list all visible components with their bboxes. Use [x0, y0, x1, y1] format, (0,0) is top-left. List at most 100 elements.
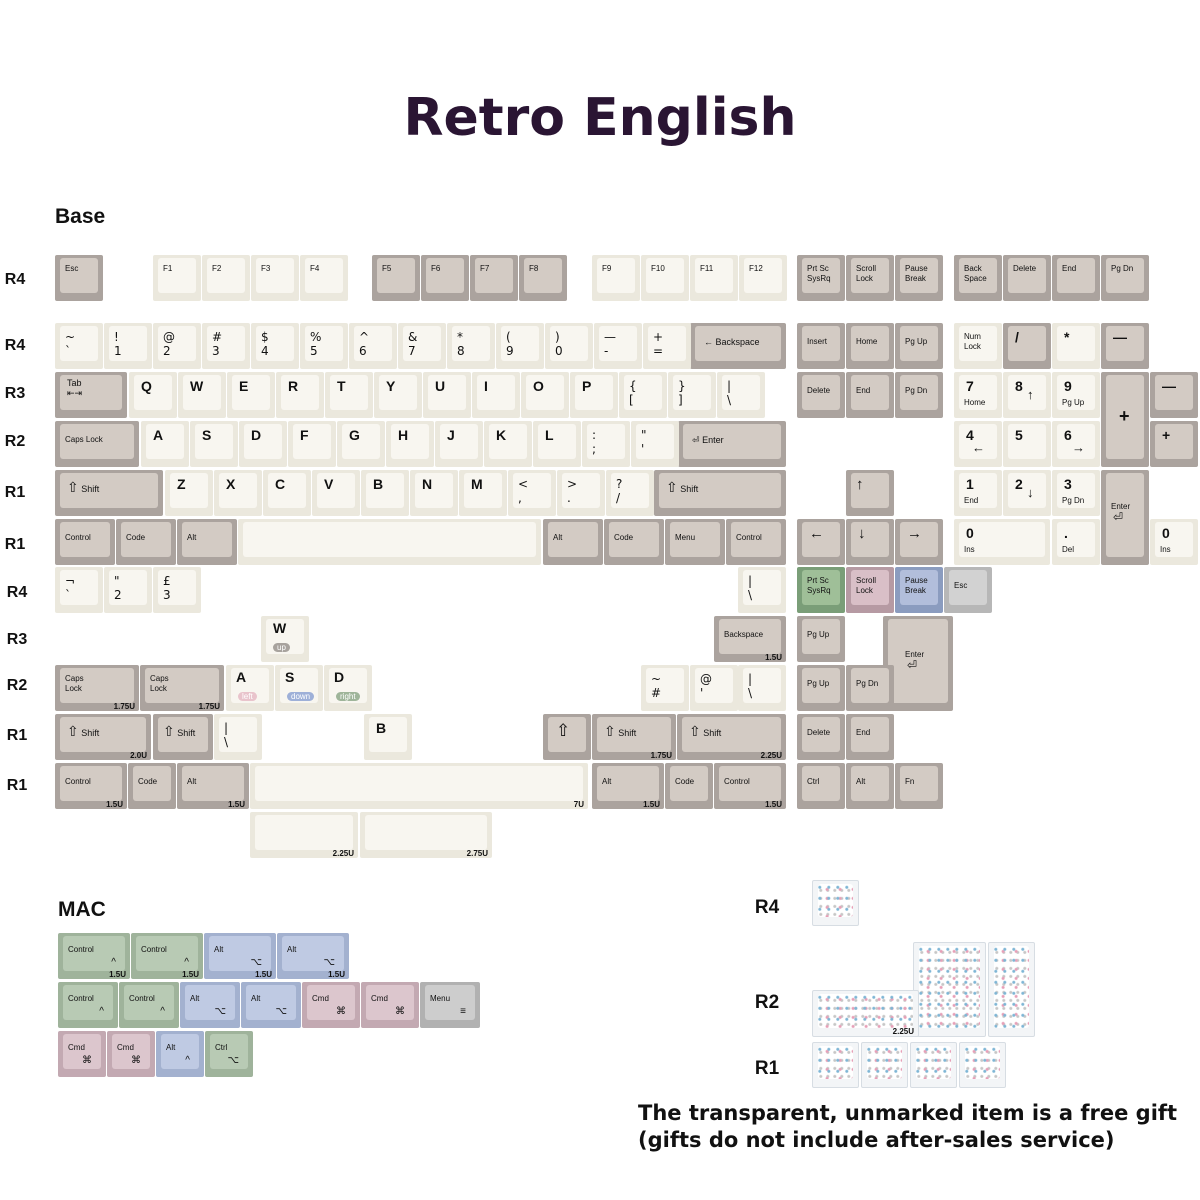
key-number-row: ^6 — [349, 323, 397, 369]
row-label-r1: R1 — [4, 536, 26, 553]
key-num-star: * — [1052, 323, 1100, 369]
row-label-r4: R4 — [754, 897, 780, 918]
mac-cmd-1u: Cmd⌘ — [58, 1031, 106, 1077]
key-letter: Y — [374, 372, 422, 418]
key-number-row: ~` — [55, 323, 103, 369]
row-label-r4: R4 — [4, 271, 26, 288]
key-pipe-backslash: |\ — [738, 567, 786, 613]
gift-key-2u-vertical — [988, 942, 1035, 1037]
key-pgdn-extra: Pg Dn — [846, 665, 894, 711]
key-spacebar — [238, 519, 541, 565]
key-letter: B — [361, 470, 409, 516]
key-prtsc: Prt Sc SysRq — [797, 255, 845, 301]
section-base-title: Base — [55, 205, 106, 228]
key-num-minus-extra: — — [1150, 372, 1198, 418]
key-symbol: ?/ — [606, 470, 654, 516]
mac-control-1-25u-b: Control^ — [119, 982, 179, 1028]
gift-key-2-25u: 2.25U — [812, 990, 919, 1037]
key-symbol: "' — [631, 421, 679, 467]
key-back-space: Back Space — [954, 255, 1002, 301]
key-number-row: $4 — [251, 323, 299, 369]
key-number-row: %5 — [300, 323, 348, 369]
key-pgup-extra: Pg Up — [797, 616, 845, 662]
mac-control-1-25u: Control^ — [58, 982, 118, 1028]
key-letter: Q — [129, 372, 177, 418]
key-code-left: Code — [116, 519, 176, 565]
key-alt-left: Alt — [177, 519, 237, 565]
key-number-row: )0 — [545, 323, 593, 369]
key-num-5: 5 — [1003, 421, 1051, 467]
key-not-grave: ¬` — [55, 567, 103, 613]
key-num-2: 2↓ — [1003, 470, 1051, 516]
key-letter: L — [533, 421, 581, 467]
row-label-r1: R1 — [6, 727, 28, 744]
row-label-r3: R3 — [6, 631, 28, 648]
key-number-row: @2 — [153, 323, 201, 369]
gift-key-iso-enter — [913, 942, 986, 1037]
key-shift-1u: ⇧ — [543, 714, 591, 760]
key-fn: Fn — [895, 763, 943, 809]
key-letter: S — [190, 421, 238, 467]
key-arrow-down: ↓ — [846, 519, 894, 565]
key-num-8: 8↑ — [1003, 372, 1051, 418]
key-control-right: Control — [726, 519, 786, 565]
key-pound-3: £3 — [153, 567, 201, 613]
key-num-plus: + — [1101, 372, 1149, 467]
mac-alt-1-25u: Alt⌥ — [180, 982, 240, 1028]
key-number-row: (9 — [496, 323, 544, 369]
key-capslock: Caps Lock — [55, 421, 139, 467]
mac-control-1-5u: Control^1.5U — [58, 933, 130, 979]
key-arrow-right: → — [895, 519, 943, 565]
key-f12: F12 — [739, 255, 787, 301]
key-at-quote: @' — [690, 665, 738, 711]
key-letter: Z — [165, 470, 213, 516]
key-letter: K — [484, 421, 532, 467]
key-f6: F6 — [421, 255, 469, 301]
key-pgup-extra-2: Pg Up — [797, 665, 845, 711]
key-f8: F8 — [519, 255, 567, 301]
key-scroll-pink: Scroll Lock — [846, 567, 894, 613]
key-end: End — [1052, 255, 1100, 301]
key-letter: M — [459, 470, 507, 516]
key-space-2-75u: 2.75U — [360, 812, 492, 858]
key-f2: F2 — [202, 255, 250, 301]
gift-key-r1 — [910, 1042, 957, 1088]
row-label-r1: R1 — [4, 484, 26, 501]
key-backspace: ← Backspace — [690, 323, 786, 369]
mac-cmd-1u-b: Cmd⌘ — [107, 1031, 155, 1077]
key-number-row: &7 — [398, 323, 446, 369]
key-symbol: :; — [582, 421, 630, 467]
key-quote-2: "2 — [104, 567, 152, 613]
key-code-right-1u: Code — [665, 763, 713, 809]
key-symbol: <, — [508, 470, 556, 516]
key-number-row: += — [643, 323, 691, 369]
row-label-r1: R1 — [754, 1058, 780, 1079]
key-f9: F9 — [592, 255, 640, 301]
key-letter: P — [570, 372, 618, 418]
key-end-extra: End — [846, 714, 894, 760]
gift-key-r4 — [812, 880, 859, 926]
key-control-left: Control — [55, 519, 115, 565]
key-shift-1-25u: ⇧ Shift — [153, 714, 213, 760]
mac-ctrl-1u: Ctrl⌥ — [205, 1031, 253, 1077]
key-b-extra: B — [364, 714, 412, 760]
row-label-r4: R4 — [6, 584, 28, 601]
mac-cmd-1-25u-b: Cmd⌘ — [361, 982, 419, 1028]
key-code-1u: Code — [128, 763, 176, 809]
key-tilde-hash: ~# — [641, 665, 689, 711]
mac-alt-1-25u-b: Alt⌥ — [241, 982, 301, 1028]
key-symbol: }] — [668, 372, 716, 418]
mac-menu: Menu≡ — [420, 982, 480, 1028]
